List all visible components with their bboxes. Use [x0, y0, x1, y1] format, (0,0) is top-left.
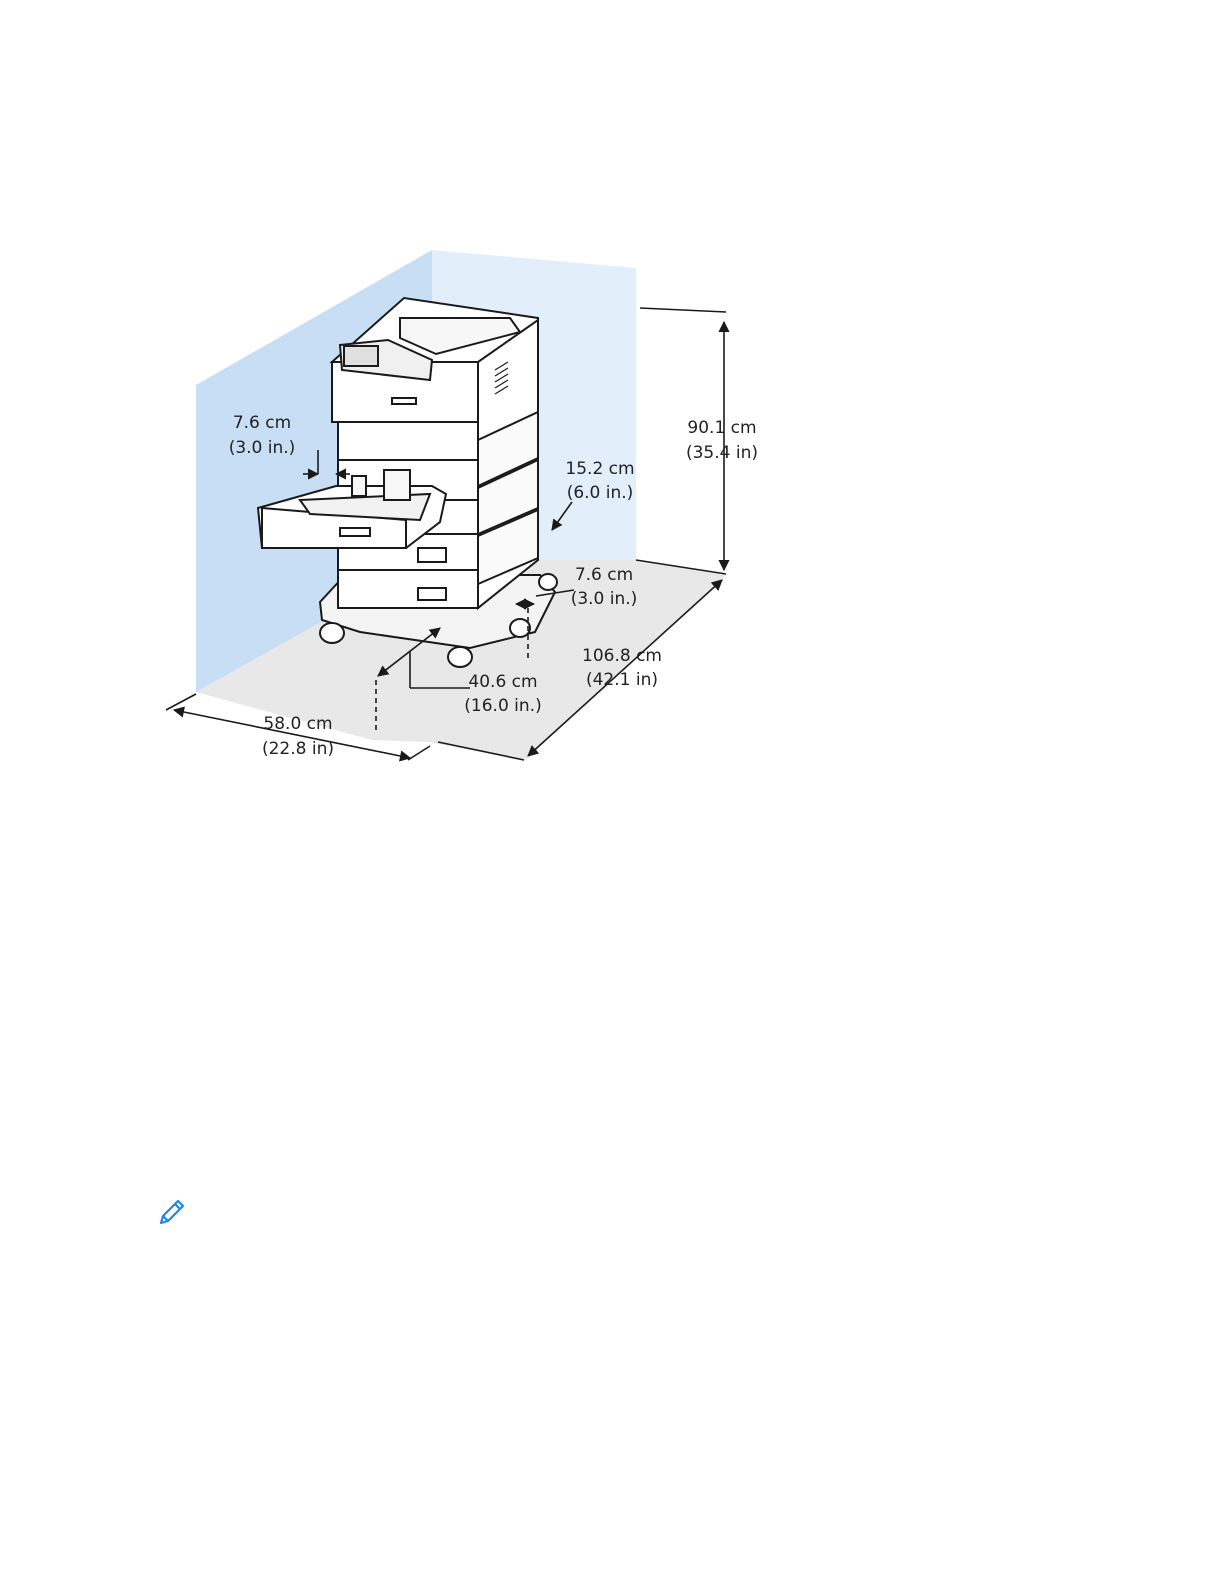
svg-text:(3.0 in.): (3.0 in.) — [229, 438, 296, 458]
svg-text:(35.4 in): (35.4 in) — [686, 443, 758, 463]
svg-text:106.8 cm: 106.8 cm — [582, 646, 662, 666]
label-height: 90.1 cm (35.4 in) — [686, 418, 758, 463]
svg-text:7.6 cm: 7.6 cm — [575, 565, 633, 585]
pencil-icon — [156, 1196, 188, 1228]
svg-text:(3.0 in.): (3.0 in.) — [571, 589, 638, 609]
label-width: 58.0 cm (22.8 in) — [262, 714, 334, 759]
svg-text:15.2 cm: 15.2 cm — [565, 459, 634, 479]
svg-text:40.6 cm: 40.6 cm — [468, 672, 537, 692]
svg-text:(22.8 in): (22.8 in) — [262, 739, 334, 759]
svg-text:(16.0 in.): (16.0 in.) — [464, 696, 541, 716]
svg-text:7.6 cm: 7.6 cm — [233, 413, 291, 433]
svg-text:58.0 cm: 58.0 cm — [263, 714, 332, 734]
svg-text:(6.0 in.): (6.0 in.) — [567, 483, 634, 503]
svg-text:(42.1 in): (42.1 in) — [586, 670, 658, 690]
svg-text:90.1 cm: 90.1 cm — [687, 418, 756, 438]
